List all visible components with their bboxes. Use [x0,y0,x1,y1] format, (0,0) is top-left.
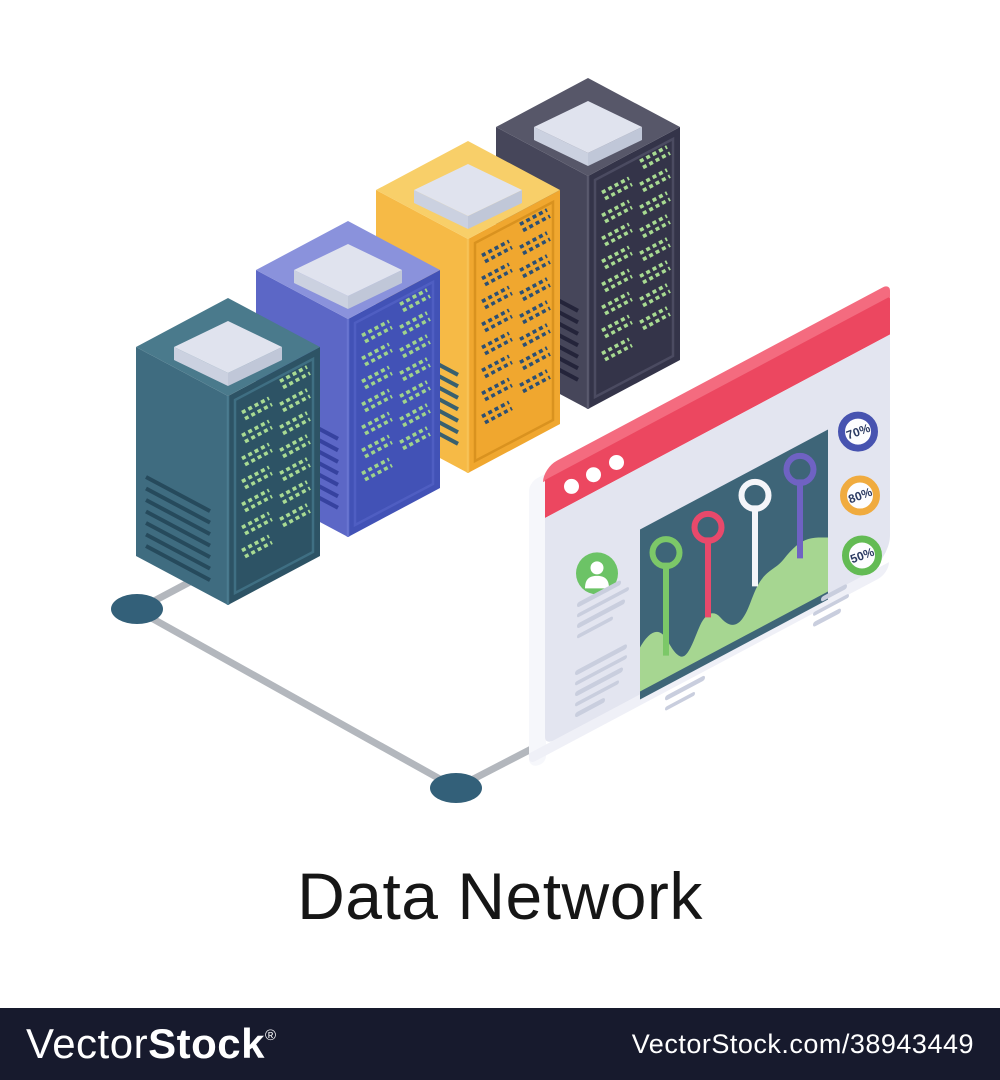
dashboard-window: 70% 80% 50% [529,283,890,771]
area-chart [640,537,828,692]
pin-marker-white [738,478,772,587]
window-side-bevel [529,473,546,771]
window-body: 70% 80% 50% [545,334,890,745]
kpi-badge-label: 50% [848,544,876,567]
pin-marker-green [649,536,683,656]
kpi-badge-50pct: 50% [842,535,882,576]
window-control-dot [563,478,579,494]
image-title: Data Network [297,859,703,933]
registered-mark-icon: ® [264,1027,277,1044]
kpi-badge-70pct: 70% [838,411,878,452]
analytics-chart-panel [640,429,828,700]
pin-marker-red [691,510,725,618]
vectorstock-logo: VectorStock® [26,1020,277,1068]
kpi-badge-80pct: 80% [840,475,880,516]
logo-bold: Stock [148,1020,265,1067]
watermark-bar: VectorStock® VectorStock.com/38943449 [0,1008,1000,1080]
server-tower-teal [136,298,320,605]
network-node [430,773,482,803]
watermark-credit: VectorStock.com/38943449 [631,1028,974,1059]
kpi-badge-label: 70% [844,420,872,443]
logo-light: Vector [26,1020,149,1067]
network-node [111,594,163,624]
window-control-dot [585,466,601,482]
pin-marker-purple [783,452,817,559]
kpi-badge-label: 80% [846,484,874,507]
user-avatar-icon [576,552,618,595]
window-control-dot [608,454,624,470]
